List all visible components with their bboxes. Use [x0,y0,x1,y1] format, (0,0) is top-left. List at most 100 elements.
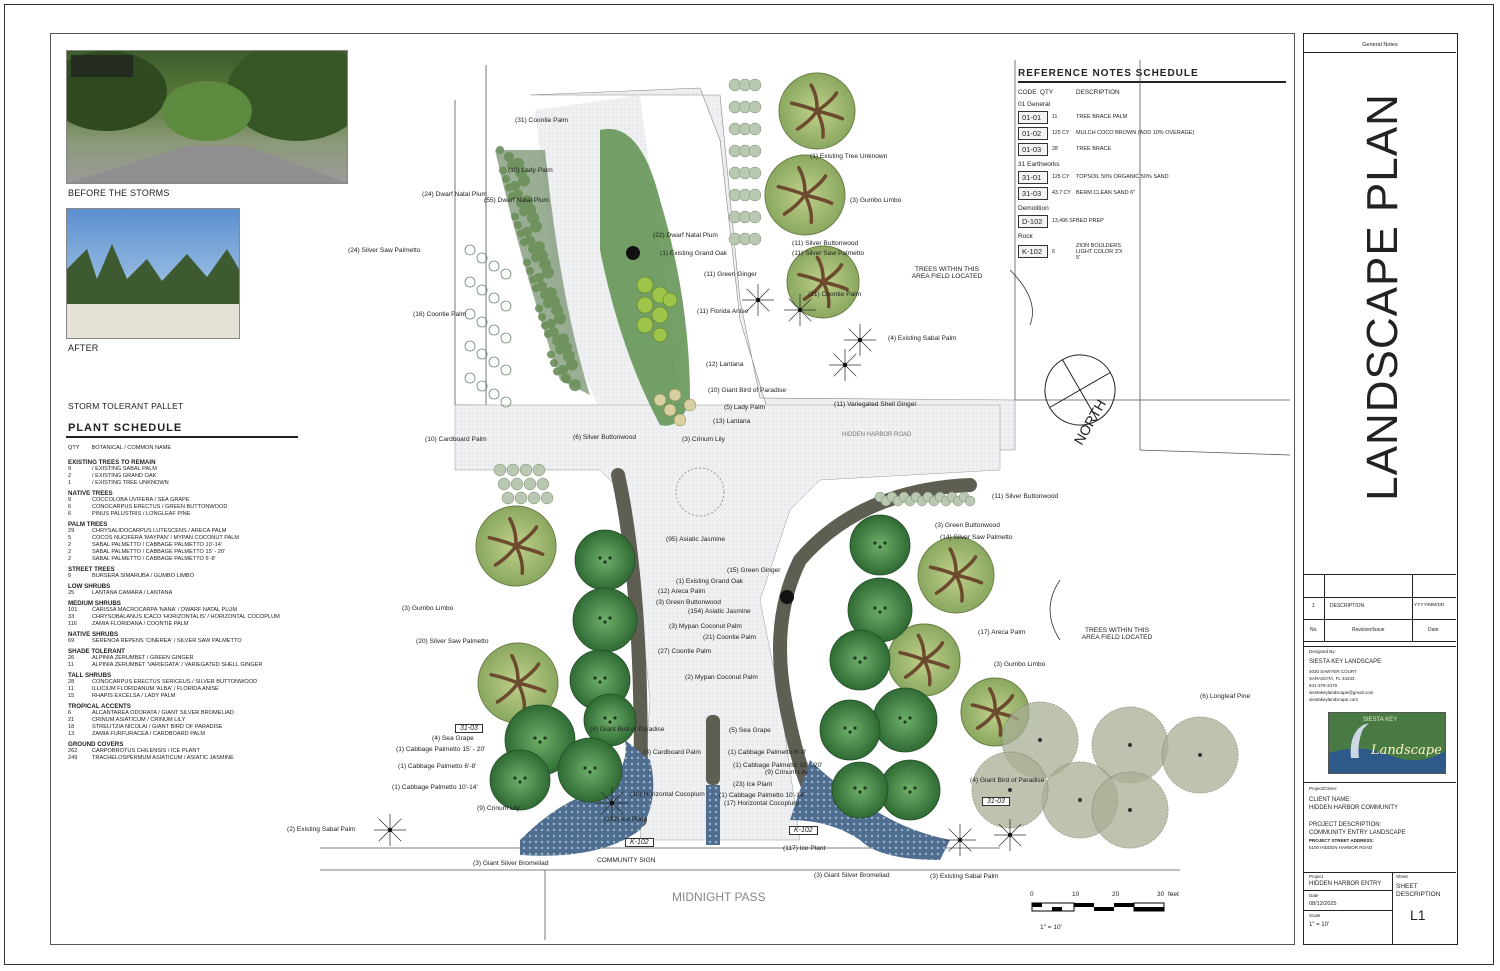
schedule-qty: 2 [68,542,72,548]
schedule-qty: 21 [68,717,75,723]
ice-plant-median [706,785,720,845]
plant-callout: (1) Cabbage Palmetto 15' - 20' [396,746,486,753]
sea-grape-tree [574,529,636,591]
before-caption: BEFORE THE STORMS [68,188,170,198]
qty-header: QTY [1040,88,1054,96]
logo-top: SIESTA KEY [1363,717,1398,723]
schedule-group-header: LOW SHRUBS [68,583,111,590]
dwarf-natal-plum [517,229,525,238]
plant-schedule-header: QTY BOTANICAL / COMMON NAME [68,445,171,452]
schedule-name: ALCANTAREA ODORATA / GIANT SILVER BROMEL… [92,710,234,716]
palm [944,824,976,856]
silver-buttonwood [748,210,762,224]
plant-callout: (17) Areca Palm [978,629,1026,636]
schedule-qty: 2 [68,473,72,479]
schedule-name: / EXISTING GRAND OAK [92,473,157,479]
schedule-name: SABAL PALMETTO / CABBAGE PALMETTO 6'-8' [92,556,216,562]
dwarf-natal-plum [554,312,566,325]
schedule-group-header: STREET TREES [68,566,115,573]
schedule-name: LANTANA CAMARA / LANTANA [92,590,173,596]
dwarf-natal-plum [569,379,581,392]
dwarf-natal-plum [550,359,558,367]
dwarf-natal-plum [505,183,513,192]
plant-callout: (122) Ice Plant [604,816,647,823]
dwarf-natal-plum [507,160,517,171]
firm-city: SARASOTA, FL 34233 [1309,676,1355,681]
north-arrow [1044,354,1116,426]
palms [374,284,1026,856]
plant-callout: (3) Gumbo Limbo [402,605,454,612]
divider [1392,872,1393,944]
gumbo-limbo-tree [764,154,846,236]
silver-saw-palmetto [464,276,476,288]
code-header: CODE [1018,88,1037,96]
plant-callout: (2) Mypan Coconut Palm [685,674,758,681]
ref-qty: 28 [1052,146,1058,152]
palm [829,349,861,381]
street: 5100 HIDDEN HARBOR ROAD [1309,845,1373,850]
rev-desc: DESCRIPTION [1330,603,1365,609]
dwarf-natal-plum [529,275,537,284]
silver-saw-palmetto-group [464,244,512,408]
schedule-qty: 13 [68,731,75,737]
ref-qty: 13,496 SF [1052,218,1076,224]
silver-buttonwood [532,463,546,477]
plant-callout: (9) Crinum Lily [765,769,808,776]
firm-email: siestakeylandscape@gmail.com [1309,690,1374,695]
plant-callout: (3) Giant Silver Bromeliad [814,872,890,879]
plant-callout: (3) Mypan Coconut Palm [669,623,742,630]
road-label: HIDDEN HARBOR ROAD [842,432,912,438]
schedule-name: COCOS NUCIFERA 'MAYPAN' / MYPAN COCONUT … [92,535,240,541]
schedule-group-header: GROUND COVERS [68,741,124,748]
schedule-name: ZAMIA FURFURACEA / CARDBOARD PALM [92,731,206,737]
schedule-row: 13 ZAMIA FURFURACEA / CARDBOARD PALM [68,731,280,738]
existing-oak-marker [780,590,794,604]
plant-callout: (4) Giant Bird of Paradise [970,777,1045,784]
ref-qty: 6 [1052,248,1055,255]
plant-callout: (5) Sea Grape [729,727,771,734]
silver-saw-palmetto [476,348,488,360]
site-plan [320,60,1291,940]
scale-tick-30: 30 [1157,891,1165,898]
plant-callout: (1) Cabbage Palmetto 6'-8' [728,749,807,756]
silver-buttonwood [510,477,524,491]
sea-grape-tree [557,737,623,803]
schedule-qty: 9 [68,573,72,579]
silver-buttonwood [748,122,762,136]
silver-buttonwood [501,491,515,505]
plant-callout: (4) Sea Grape [432,735,474,742]
plant-callout: (12) Areca Palm [658,588,706,595]
sheet-title-wrap: LANDSCAPE PLAN [1358,82,1408,512]
dwarf-natal-plum [555,344,565,355]
plant-callout: (27) Coontie Palm [658,648,712,655]
schedule-qty: 6 [68,511,72,517]
rev-no: 1 [1312,603,1315,609]
sea-grape-tree [872,687,938,753]
dwarf-natal-plum [520,238,528,246]
ref-group-header: Rock [1018,232,1033,240]
plant-callout: (9) Crinum Lily [477,805,520,812]
silver-saw-palmetto [500,364,512,376]
plant-callout: (3) Green Buttonwood [935,522,1000,529]
silver-buttonwood [748,166,762,180]
scale-unit: feet [1168,891,1179,898]
desc-header: DESCRIPTION [1076,88,1120,96]
schedule-qty: 2 [68,549,72,555]
schedule-group-header: TROPICAL ACCENTS [68,703,131,710]
dwarf-natal-plum [561,373,571,384]
schedule-qty: 5 [68,535,72,541]
divider [1304,910,1392,911]
silver-saw-palmetto [464,372,476,384]
dwarf-natal-plum [496,146,504,154]
plant-callout: (10) Giant Bird of Paradise [708,387,787,394]
schedule-name: COCCOLOBA UVIFERA / SEA GRAPE [92,497,190,503]
gumbo-limbo-tree [778,72,856,150]
schedule-qty: 2 [68,556,72,562]
